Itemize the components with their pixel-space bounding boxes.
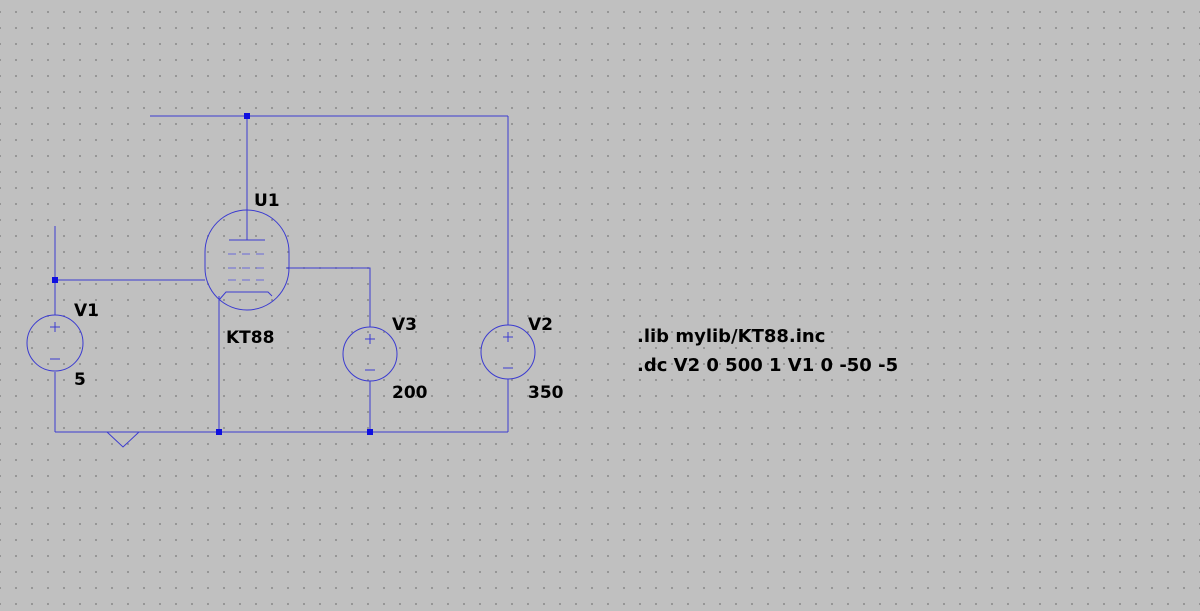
junction-dot-icon: [367, 429, 373, 435]
v1-designator[interactable]: V1: [74, 301, 99, 321]
tube-pentode-icon[interactable]: [204, 209, 290, 312]
v3-designator[interactable]: V3: [392, 315, 417, 335]
tube-designator[interactable]: U1: [254, 191, 280, 211]
wires: [54, 115, 509, 433]
v2-designator[interactable]: V2: [528, 315, 553, 335]
wire-screen[interactable]: [286, 267, 371, 327]
spice-directive-dc[interactable]: .dc V2 0 500 1 V1 0 -50 -5: [637, 355, 898, 376]
ground-icon[interactable]: [106, 431, 140, 448]
voltage-source-v3[interactable]: [342, 326, 398, 382]
voltage-source-v2[interactable]: [480, 324, 536, 380]
spice-directive-lib[interactable]: .lib mylib/KT88.inc: [637, 326, 825, 347]
v3-value[interactable]: 200: [392, 383, 428, 403]
voltage-source-v1[interactable]: [26, 314, 84, 372]
junction-dot-icon: [244, 113, 250, 119]
v2-value[interactable]: 350: [528, 383, 564, 403]
junction-dot-icon: [216, 429, 222, 435]
junctions: [52, 113, 373, 435]
junction-dot-icon: [52, 277, 58, 283]
v1-value[interactable]: 5: [74, 370, 86, 390]
tube-model[interactable]: KT88: [226, 328, 274, 348]
